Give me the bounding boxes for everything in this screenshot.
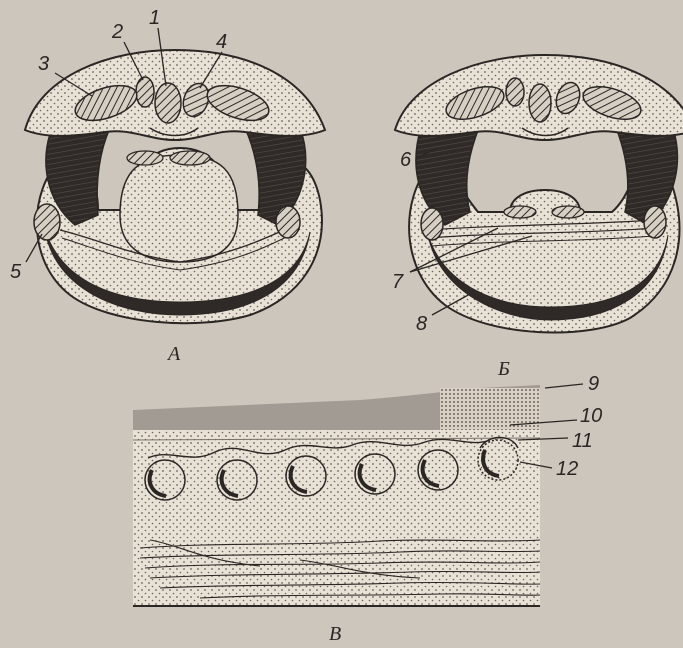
panel-b: 6 7 8 Б [392,55,683,380]
panel-c: 9 10 11 12 В [133,373,602,645]
panel-a-small-r [170,151,210,165]
callout-3: 3 [38,53,49,75]
panel-b-oval-l2 [506,78,524,106]
callout-11: 11 [572,430,593,452]
callout-10: 10 [580,405,602,427]
callout-6: 6 [400,149,412,171]
panel-b-oval-c [529,84,551,122]
panel-a-small-l [127,151,163,165]
panel-b-nodule-right [644,206,666,238]
panel-a: 1 2 3 4 5 А [10,7,325,365]
leader-9 [545,384,583,388]
panel-b-small-r [552,206,584,218]
callout-5: 5 [10,261,22,283]
panel-label-a: А [166,343,181,365]
panel-a-nodule-right [276,206,300,238]
callout-9: 9 [588,373,599,395]
callout-2: 2 [111,21,123,43]
panel-b-nodule-left [421,208,443,240]
panel-a-oval-2 [136,77,154,107]
callout-4: 4 [216,31,227,53]
callout-1: 1 [149,7,160,29]
panel-a-oval-1 [155,83,181,123]
panel-b-small-l [504,206,536,218]
panel-label-b: Б [497,358,510,380]
callout-12: 12 [556,458,578,480]
panel-a-inner-core [120,155,238,262]
panel-a-nodule-5 [34,204,60,240]
callout-7: 7 [392,271,404,293]
panel-label-c: В [329,623,341,645]
callout-8: 8 [416,313,427,335]
